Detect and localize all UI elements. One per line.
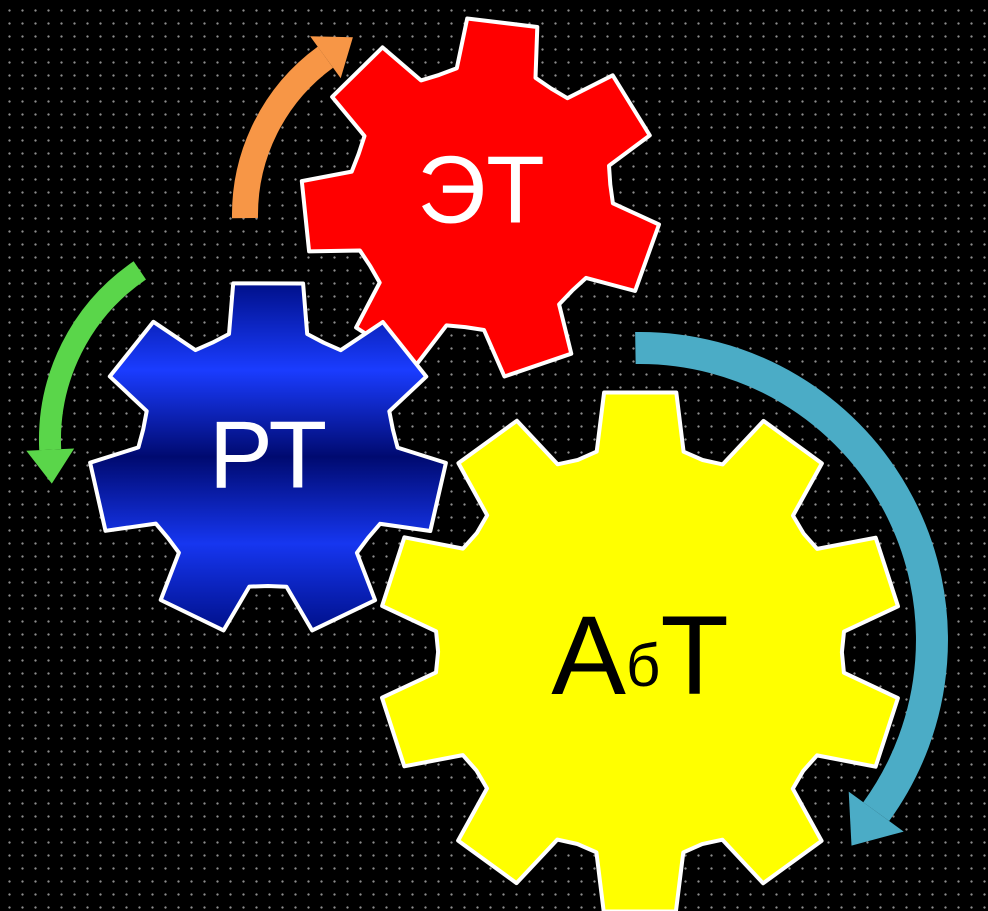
arrow-green-head bbox=[26, 448, 75, 484]
arrow-green bbox=[26, 261, 147, 484]
arrow-teal-head bbox=[848, 791, 904, 846]
gear-label-abt: АбТ bbox=[551, 593, 729, 718]
gear-label-abt-main: А bbox=[551, 593, 626, 718]
gear-label-abt-end: Т bbox=[660, 593, 728, 718]
arrow-orange-head bbox=[310, 36, 353, 79]
arrow-orange bbox=[231, 36, 353, 219]
gear-label-et: ЭТ bbox=[417, 137, 545, 244]
arrow-teal bbox=[635, 331, 948, 846]
gear-label-abt-sub: б bbox=[626, 632, 660, 699]
gears-layer bbox=[88, 16, 900, 911]
gear-et bbox=[299, 16, 661, 379]
gear-abt bbox=[380, 390, 900, 911]
gear-rt bbox=[88, 281, 448, 633]
gear-label-rt: РТ bbox=[209, 402, 327, 509]
arrows-layer bbox=[26, 36, 948, 846]
